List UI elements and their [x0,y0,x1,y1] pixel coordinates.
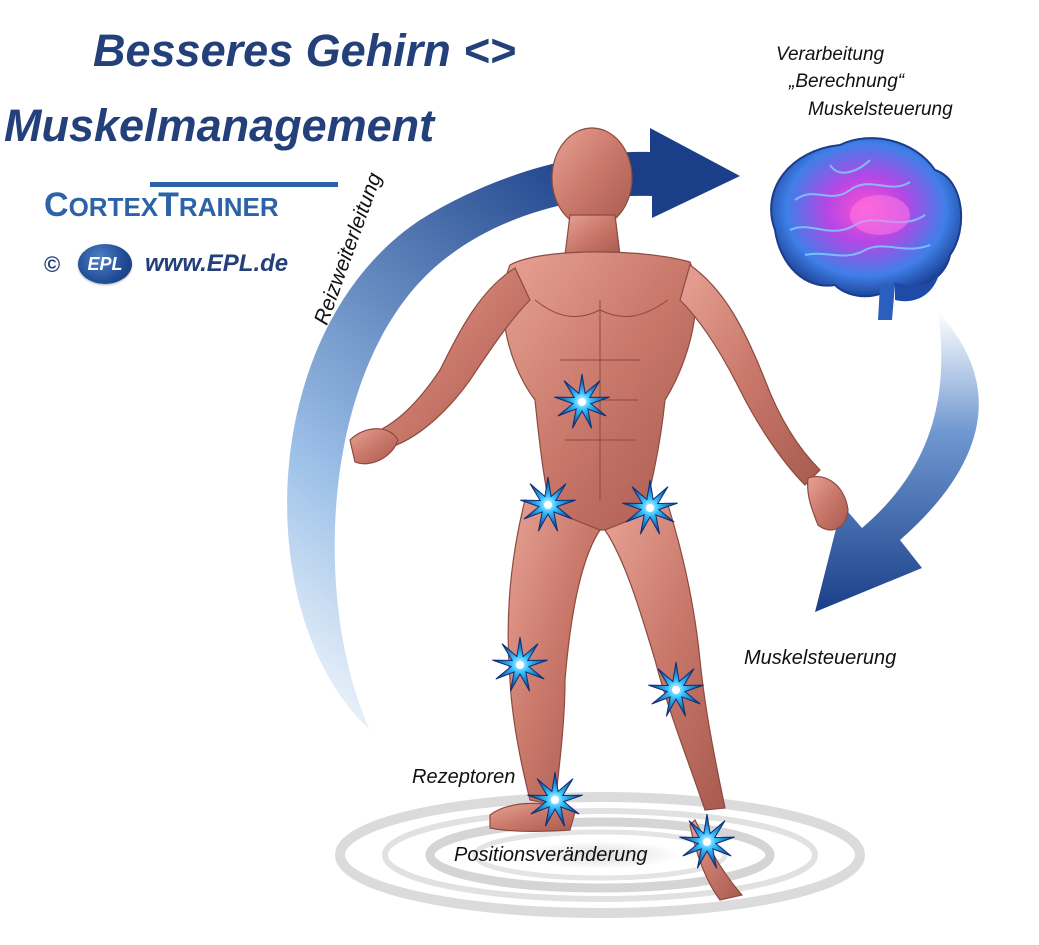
receptor-core [516,661,524,669]
receptors [492,373,735,869]
logo-ortex: ORTEX [68,192,159,222]
page-title-line1: Besseres Gehirn <> [93,25,516,76]
arrow-icon [287,128,740,730]
brain-icon [770,137,963,320]
logo-bar [150,182,338,187]
copyright-symbol: © [44,252,61,277]
logo-c: C [44,186,69,224]
epl-badge-text: EPL [87,253,123,274]
label-muskelsteuerung: Muskelsteuerung [744,647,897,669]
label-rezeptoren: Rezeptoren [412,766,516,788]
logo-t: T [158,186,179,224]
label-muskelsteuerung-brain: Muskelsteuerung [808,99,953,120]
receptor-core [703,838,711,846]
receptor-core [551,796,559,804]
label-berechnung: „Berechnung“ [789,71,905,92]
floor-rings [335,792,865,918]
receptor-core [578,398,586,406]
receptor-core [646,504,654,512]
label-verarbeitung: Verarbeitung [776,44,885,65]
receptor-core [672,686,680,694]
label-positionsveraenderung: Positionsveränderung [454,844,648,866]
epl-url: www.EPL.de [145,250,289,277]
page-title-line2: Muskelmanagement [4,100,435,151]
receptor-core [544,501,552,509]
epl-badge: EPL [78,244,132,284]
logo-rainer: RAINER [178,192,279,222]
human-muscle-figure [349,127,849,901]
arrow-icon [815,312,979,612]
cortextrainer-logo: CORTEXTRAINER [44,188,279,222]
